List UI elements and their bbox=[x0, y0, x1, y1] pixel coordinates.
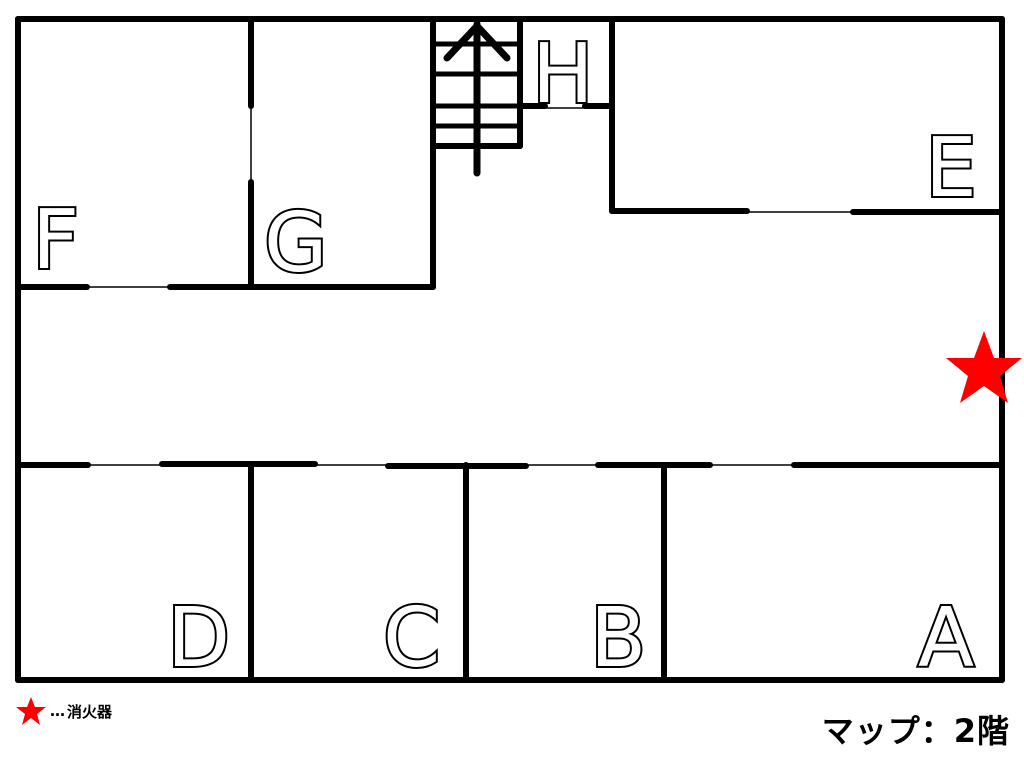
room-label-c: C bbox=[383, 591, 440, 686]
room-e-walls bbox=[609, 208, 1005, 215]
stairs-up-arrow-icon bbox=[443, 20, 511, 177]
bottom-room-dividers bbox=[248, 462, 667, 683]
room-h-walls bbox=[517, 16, 615, 214]
room-label-f: F bbox=[32, 193, 79, 288]
room-label-d: D bbox=[167, 591, 230, 686]
room-label-b: B bbox=[590, 591, 646, 686]
legend: … 消火器 bbox=[14, 696, 112, 726]
corridor-south-wall bbox=[15, 461, 1005, 469]
room-labels: F G H E D C B A bbox=[30, 25, 979, 688]
outer-walls bbox=[15, 16, 1005, 683]
room-label-h: H bbox=[532, 27, 594, 122]
room-label-a: A bbox=[918, 591, 974, 686]
map-title: マップ：2階 bbox=[821, 712, 1010, 750]
room-f-g-walls bbox=[15, 16, 436, 290]
star-icon bbox=[16, 697, 46, 725]
room-label-g: G bbox=[264, 196, 328, 291]
room-label-e: E bbox=[925, 121, 977, 216]
legend-separator: … bbox=[50, 702, 65, 720]
fire-extinguisher-star-icon[interactable] bbox=[946, 331, 1022, 403]
legend-label: 消火器 bbox=[67, 702, 113, 721]
